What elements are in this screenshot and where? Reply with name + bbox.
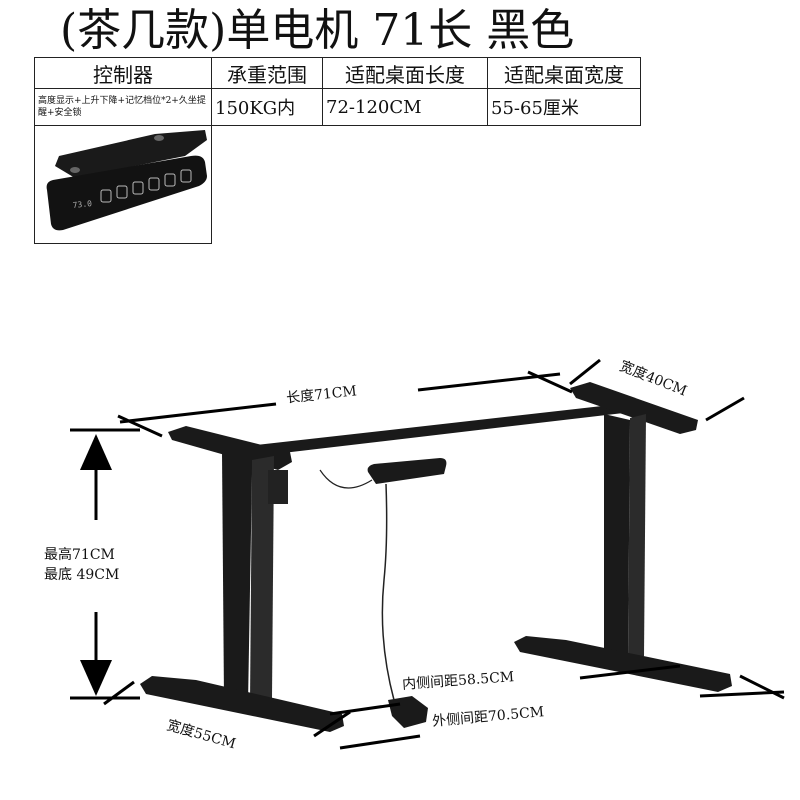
controller-bracket: [55, 130, 207, 178]
right-foot: [514, 636, 732, 692]
width-top-tick-right: [705, 396, 745, 422]
controller-cable: [381, 483, 395, 701]
header-controller: 控制器: [34, 57, 212, 89]
length-line-left: [119, 402, 277, 424]
left-column-outer: [222, 452, 252, 704]
up-button-icon: [100, 189, 112, 203]
motor-box: [388, 696, 428, 728]
outer-spacing-line-left: [339, 734, 421, 750]
right-column-inner: [628, 414, 646, 660]
memory-button-icon: [148, 177, 160, 191]
mount-hole-icon: [70, 167, 80, 173]
desk-width-value: 55-65厘米: [487, 88, 641, 126]
inner-spacing-line-right: [579, 664, 681, 680]
spec-image-row: 73.0: [34, 125, 641, 244]
mount-hole-icon: [154, 135, 164, 141]
header-desk-length: 适配桌面长度: [322, 57, 488, 89]
motor-cable: [319, 469, 373, 489]
controller-description: 高度显示+上升下降+记忆档位*2+久坐提醒+安全锁: [34, 88, 212, 126]
sit-button-icon: [132, 181, 144, 195]
frame-controller: [367, 458, 447, 484]
header-desk-width: 适配桌面宽度: [487, 57, 641, 89]
length-tick-left: [117, 414, 163, 438]
desk-length-value: 72-120CM: [322, 88, 488, 126]
right-column-outer: [604, 414, 630, 660]
height-max-label: 最高71CM: [44, 547, 115, 563]
width-bottom-tick-left: [103, 680, 135, 706]
spec-table: 控制器 承重范围 适配桌面长度 适配桌面宽度 高度显示+上升下降+记忆档位*2+…: [34, 57, 641, 244]
width-top-tick-left: [569, 358, 601, 386]
left-bracket: [268, 470, 288, 504]
arrow-down-icon: [80, 660, 112, 696]
product-title: (茶几款)单电机 71长 黑色: [60, 5, 575, 56]
desk-frame: [140, 382, 732, 732]
lock-button-icon: [180, 169, 192, 183]
right-top-arm: [570, 382, 698, 434]
top-crossbar: [230, 404, 632, 458]
reminder-button-icon: [164, 173, 176, 187]
length-tick-right: [527, 370, 573, 394]
controller-image-cell: 73.0: [34, 125, 212, 244]
height-min-label: 最底 49CM: [44, 567, 120, 583]
left-column-inner: [250, 456, 274, 704]
outer-spacing-tick-right: [739, 674, 785, 700]
dimension-lines: [70, 358, 785, 750]
inner-spacing-line-left: [329, 702, 401, 716]
width-bottom-tick-right: [313, 710, 351, 738]
left-foot: [140, 676, 344, 732]
spec-value-row: 高度显示+上升下降+记忆档位*2+久坐提醒+安全锁 150KG内 72-120C…: [34, 88, 641, 126]
arrow-up-icon: [80, 434, 112, 470]
controller-display: 73.0: [72, 199, 92, 210]
controller-image: 73.0: [46, 130, 207, 231]
down-button-icon: [116, 185, 128, 199]
